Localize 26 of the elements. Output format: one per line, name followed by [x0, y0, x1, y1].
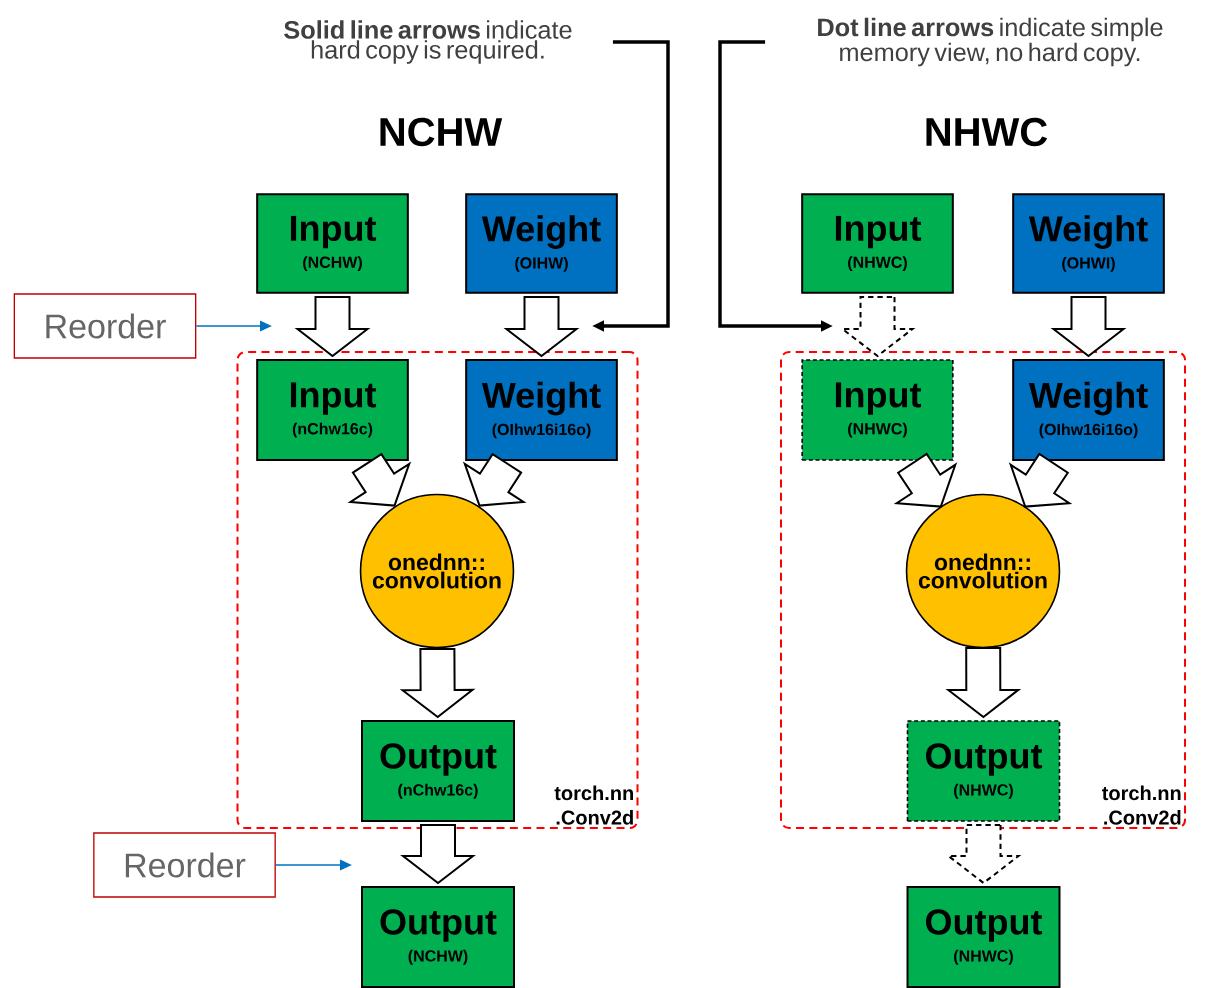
weight-box: Weight (OIHW) — [465, 193, 618, 294]
data-box: Input (NHWC) — [801, 193, 954, 294]
block-arrow — [1050, 296, 1127, 358]
block-arrow — [945, 647, 1022, 719]
column-heading: NCHW — [380, 117, 503, 147]
leader-line — [275, 859, 352, 871]
reorder-box: Reorder — [13, 293, 197, 359]
weight-box: Weight (OIhw16i16o) — [1012, 359, 1165, 461]
block-arrow — [503, 296, 580, 358]
dashed-data-box: Input (NHWC) — [801, 359, 954, 461]
data-box: Input (nChw16c) — [256, 359, 409, 461]
data-box: Output (NHWC) — [906, 886, 1061, 988]
note-text: Dot line arrows indicate simple memory view, no hard copy. — [818, 17, 1163, 67]
reorder-box: Reorder — [93, 832, 276, 898]
data-box: Output (nChw16c) — [361, 720, 515, 822]
block-arrow — [294, 296, 371, 358]
column-heading: NHWC — [926, 117, 1048, 147]
weight-box: Weight (OIhw16i16o) — [465, 359, 618, 461]
block-arrow — [399, 647, 476, 719]
data-box: Output (NCHW) — [361, 886, 515, 988]
leader-line — [195, 320, 272, 332]
note-text: Solid line arrows indicate hard copy is required. — [284, 20, 572, 64]
dashed-data-box: Output (NHWC) — [906, 720, 1061, 822]
block-arrow — [400, 824, 476, 885]
data-box: Input (NCHW) — [256, 193, 409, 294]
weight-box: Weight (OHWI) — [1012, 193, 1165, 294]
